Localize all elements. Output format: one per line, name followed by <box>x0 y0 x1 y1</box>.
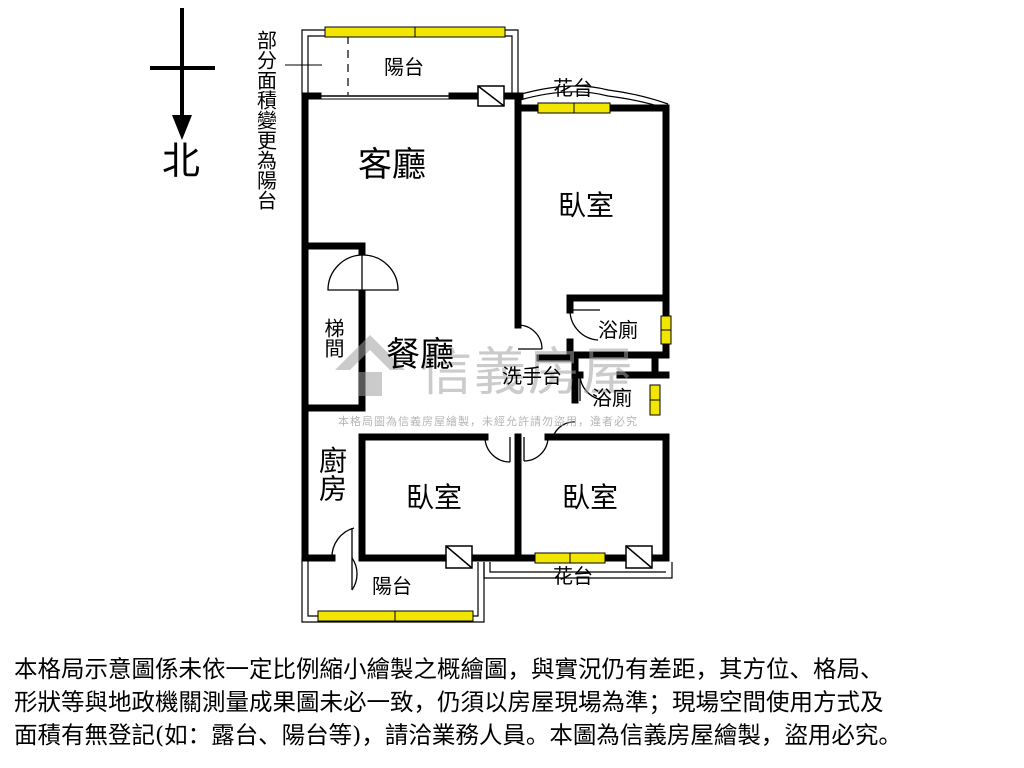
floor-plan <box>150 8 673 623</box>
room-bathroom-1: 浴廁 <box>598 318 638 342</box>
room-flower-bed-bottom: 花台 <box>553 564 593 588</box>
room-wash-basin: 洗手台 <box>502 364 562 388</box>
side-note: 部分面積變更為陽台 <box>253 30 278 210</box>
north-label: 北 <box>162 139 201 183</box>
disclaimer: 本格局示意圖係未依一定比例縮小繪製之概繪圖，與實況仍有差距，其方位、格局、 形狀… <box>14 653 1014 752</box>
room-bathroom-2: 浴廁 <box>592 386 632 410</box>
room-living-room: 客廳 <box>358 145 426 185</box>
door-swings <box>327 254 607 591</box>
disclaimer-line-3: 面積有無登記(如：露台、陽台等)，請洽業務人員。本圖為信義房屋繪製，盜用必究。 <box>14 721 902 749</box>
room-balcony-bottom: 陽台 <box>372 574 412 598</box>
room-bedroom-right: 臥室 <box>562 481 619 514</box>
watermark-brand: 信義房屋 <box>420 343 637 403</box>
room-staircase: 梯間 <box>321 318 345 358</box>
vent-icon <box>445 85 653 569</box>
room-bedroom-master: 臥室 <box>558 189 615 222</box>
disclaimer-line-1: 本格局示意圖係未依一定比例縮小繪製之概繪圖，與實況仍有差距，其方位、格局、 <box>14 655 884 683</box>
room-flower-bed-top: 花台 <box>553 76 593 100</box>
room-balcony-top: 陽台 <box>384 55 424 79</box>
compass-arrow-icon <box>150 8 215 140</box>
disclaimer-line-2: 形狀等與地政機關測量成果圖未必一致，仍須以房屋現場為準；現場空間使用方式及 <box>14 688 884 716</box>
flower-bed-top-outline <box>517 85 669 109</box>
room-kitchen: 廚房 <box>315 446 348 502</box>
room-bedroom-left: 臥室 <box>406 481 463 514</box>
watermark-notice: 本格局圖為信義房屋繪製，未經允許請勿盜用，違者必究 <box>338 415 638 428</box>
room-dining-room: 餐廳 <box>386 335 454 375</box>
watermark-logo-icon <box>335 335 405 396</box>
flower-bed-bottom-outline <box>483 562 673 579</box>
